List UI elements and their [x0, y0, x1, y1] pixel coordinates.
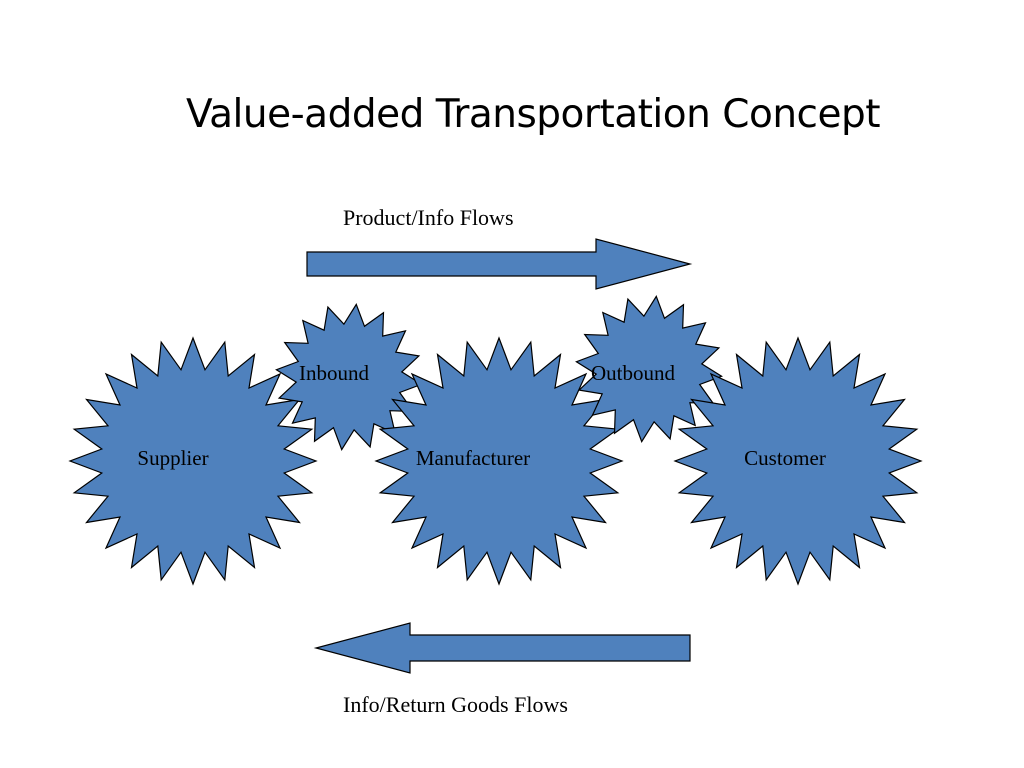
- slide-title: Value-added Transportation Concept: [186, 92, 881, 137]
- info-return-flow-arrow: [313, 622, 691, 674]
- outbound-label: Outbound: [591, 361, 676, 385]
- inbound-label: Inbound: [299, 361, 369, 385]
- customer-label: Customer: [744, 446, 826, 470]
- bottom-flow-label: Info/Return Goods Flows: [343, 692, 568, 717]
- inbound-starburst: [275, 303, 423, 451]
- top-flow-label: Product/Info Flows: [343, 205, 514, 230]
- product-info-flow-arrow: [306, 238, 693, 290]
- customer-starburst: [673, 336, 923, 586]
- supplier-label: Supplier: [137, 446, 208, 470]
- outbound-starburst: [575, 295, 723, 443]
- manufacturer-label: Manufacturer: [416, 446, 530, 470]
